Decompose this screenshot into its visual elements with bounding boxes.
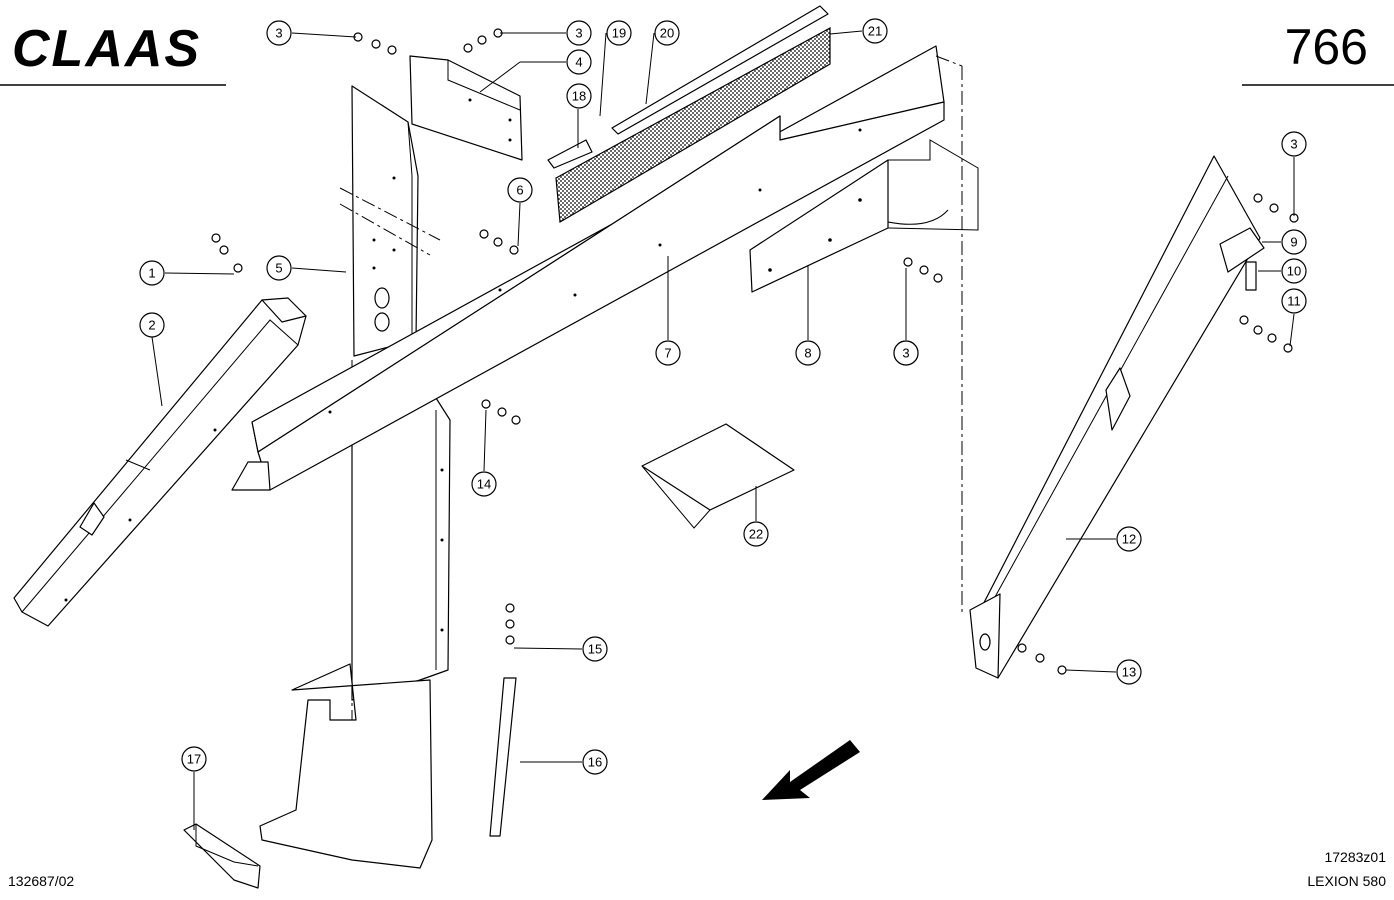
callout-3: 3 <box>266 20 292 46</box>
callout-label: 22 <box>749 527 763 542</box>
callout-16: 16 <box>582 749 608 775</box>
callout-4: 4 <box>566 49 592 75</box>
callout-5: 5 <box>266 255 292 281</box>
callout-label: 3 <box>1290 137 1297 152</box>
callout-bubble <box>1281 131 1307 157</box>
part-8-bracket <box>749 139 979 293</box>
callout-label: 8 <box>804 346 811 361</box>
part-18-clip <box>547 139 593 169</box>
callout-bubble <box>1281 288 1307 314</box>
callout-bubble <box>893 340 919 366</box>
callout-bubble <box>566 49 592 75</box>
callout-bubble <box>795 340 821 366</box>
part-17-bracket <box>183 823 261 889</box>
drawing-reference: 132687/02 <box>8 873 74 889</box>
callout-label: 16 <box>588 755 602 770</box>
callout-label: 19 <box>612 26 626 41</box>
callout-bubble <box>582 749 608 775</box>
part-5-vertical-post <box>339 85 451 820</box>
callout-bubble <box>655 340 681 366</box>
callout-label: 5 <box>275 261 282 276</box>
callout-bubble <box>1116 659 1142 685</box>
callout-9: 9 <box>1281 229 1307 255</box>
callouts: 123333345678910111213141516171819202122 <box>139 18 1307 775</box>
page-number: 766 <box>1285 19 1368 75</box>
callout-bubble <box>743 521 769 547</box>
callout-19: 19 <box>606 20 632 46</box>
callout-bubble <box>654 20 680 46</box>
callout-label: 1 <box>148 266 155 281</box>
callout-15: 15 <box>582 636 608 662</box>
callout-label: 21 <box>868 24 882 39</box>
callout-bubble <box>266 255 292 281</box>
callout-bubble <box>566 83 592 109</box>
callout-label: 10 <box>1287 264 1301 279</box>
callout-2: 2 <box>139 312 165 338</box>
callout-label: 20 <box>660 26 674 41</box>
callout-label: 4 <box>575 55 582 70</box>
callout-bubble <box>266 20 292 46</box>
callout-3: 3 <box>566 20 592 46</box>
part-4-plate <box>409 55 523 161</box>
callout-6: 6 <box>507 177 533 203</box>
callout-bubble <box>471 471 497 497</box>
fasteners <box>211 28 1299 675</box>
part-20-strip <box>611 5 829 135</box>
callout-13: 13 <box>1116 659 1142 685</box>
callout-label: 14 <box>477 477 491 492</box>
callout-17: 17 <box>181 746 207 772</box>
callout-bubble <box>181 746 207 772</box>
brand-logo: CLAAS <box>12 20 201 78</box>
callout-21: 21 <box>862 18 888 44</box>
callout-18: 18 <box>566 83 592 109</box>
callout-label: 15 <box>588 642 602 657</box>
callout-11: 11 <box>1281 288 1307 314</box>
callout-label: 12 <box>1122 532 1136 547</box>
leader-lines <box>151 30 1295 830</box>
callout-label: 2 <box>148 318 155 333</box>
part-16-strut <box>489 677 517 837</box>
callout-bubble <box>582 636 608 662</box>
part-2-left-channel <box>13 297 307 627</box>
callout-7: 7 <box>655 340 681 366</box>
callout-bubble <box>566 20 592 46</box>
callout-3: 3 <box>893 340 919 366</box>
callout-8: 8 <box>795 340 821 366</box>
callout-label: 3 <box>902 346 909 361</box>
callout-label: 13 <box>1122 665 1136 680</box>
part-9-clamp <box>1219 227 1265 291</box>
part-lower-mount <box>259 663 433 869</box>
callout-22: 22 <box>743 521 769 547</box>
callout-20: 20 <box>654 20 680 46</box>
callout-bubble <box>1281 229 1307 255</box>
callout-1: 1 <box>139 260 165 286</box>
callout-bubble <box>507 177 533 203</box>
callout-3: 3 <box>1281 131 1307 157</box>
callout-bubble <box>862 18 888 44</box>
callout-bubble <box>606 20 632 46</box>
callout-label: 9 <box>1290 235 1297 250</box>
part-22-sheet <box>641 423 795 529</box>
callout-label: 3 <box>575 26 582 41</box>
machine-model: LEXION 580 <box>1307 873 1386 889</box>
callout-label: 7 <box>664 346 671 361</box>
callout-14: 14 <box>471 471 497 497</box>
part-12-right-beam <box>969 155 1261 679</box>
part-21-mesh-screen <box>555 26 831 223</box>
callout-label: 17 <box>187 752 201 767</box>
callout-bubble <box>1281 258 1307 284</box>
callout-10: 10 <box>1281 258 1307 284</box>
part-7-main-beam <box>231 45 963 612</box>
callout-label: 18 <box>572 89 586 104</box>
callout-bubble <box>139 312 165 338</box>
callout-12: 12 <box>1116 526 1142 552</box>
callout-bubble <box>139 260 165 286</box>
callout-bubble <box>1116 526 1142 552</box>
callout-label: 11 <box>1287 294 1301 309</box>
figure-code: 17283z01 <box>1324 849 1386 865</box>
callout-label: 3 <box>275 26 282 41</box>
direction-arrow <box>762 740 860 800</box>
callout-label: 6 <box>516 183 523 198</box>
